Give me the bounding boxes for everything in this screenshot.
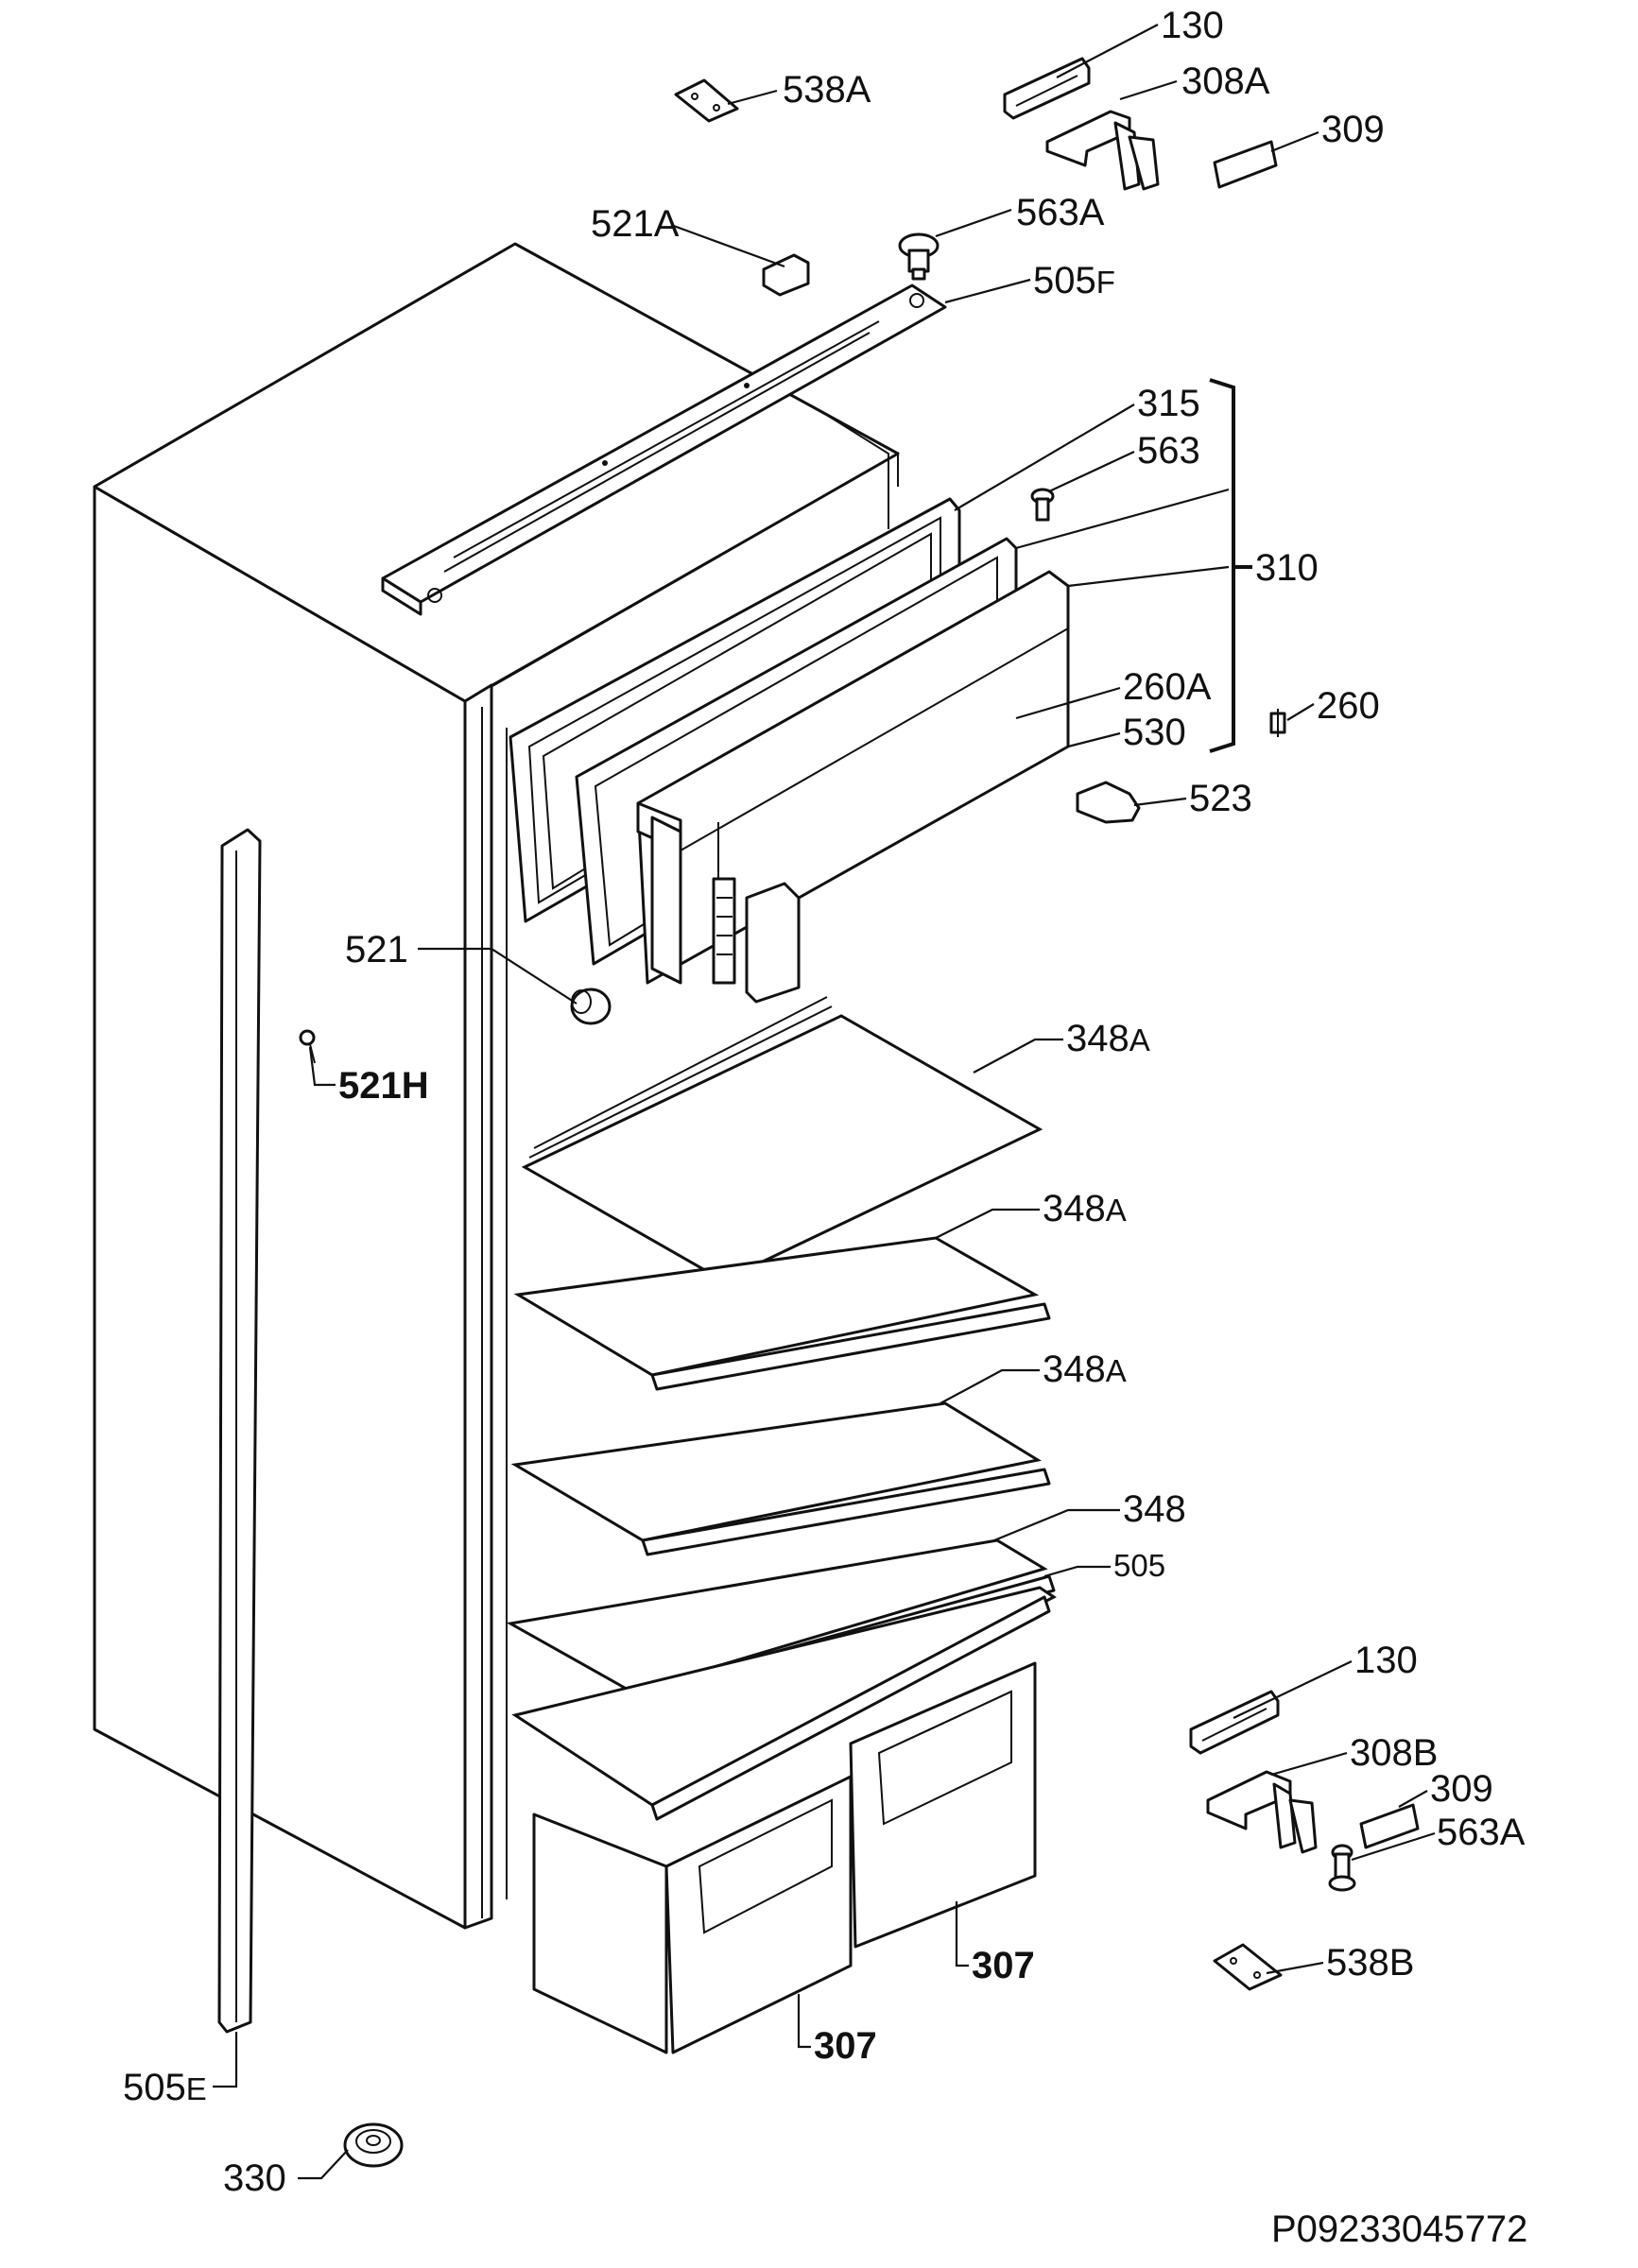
group-bracket-310	[1209, 378, 1252, 753]
label-505f-number: 505	[1033, 260, 1096, 301]
cap-521a	[762, 253, 810, 297]
label-530: 530	[1123, 712, 1186, 753]
switch-523	[1076, 781, 1141, 824]
label-307-right: 307	[972, 1945, 1035, 1986]
hinge-strip-260a	[712, 877, 736, 985]
label-315: 315	[1137, 383, 1200, 424]
label-348a-3-suffix: A	[1106, 1353, 1127, 1388]
label-505e-number: 505	[123, 2067, 186, 2108]
screw-563	[1030, 488, 1055, 522]
hinge-308a	[1045, 110, 1160, 191]
part-130-bottom	[1189, 1690, 1280, 1755]
crisper-cover-505	[511, 1586, 1057, 1821]
label-523: 523	[1189, 778, 1252, 819]
leader-lines	[213, 24, 1436, 2180]
label-563a-bottom: 563A	[1437, 1812, 1526, 1853]
label-348: 348	[1123, 1488, 1186, 1530]
reference-code: P09233045772	[1271, 2208, 1527, 2250]
label-348a-2-number: 348	[1043, 1188, 1106, 1229]
door-panel-530	[636, 570, 1070, 985]
part-538a	[674, 78, 739, 123]
label-348a-2: 348A	[1043, 1188, 1127, 1229]
label-308a: 308A	[1181, 60, 1270, 102]
label-307-left: 307	[814, 2025, 877, 2067]
label-348a-1: 348A	[1066, 1018, 1150, 1059]
glass-shelf-348a-1	[521, 996, 1043, 1282]
part-309-top	[1213, 140, 1278, 189]
foot-330	[343, 2122, 404, 2168]
label-538a: 538A	[783, 69, 871, 111]
cap-521	[570, 988, 612, 1025]
crisper-drawer-307-left	[532, 1775, 853, 2054]
label-505e-suffix: E	[186, 2071, 207, 2106]
label-538b: 538B	[1326, 1942, 1414, 1984]
label-308b: 308B	[1350, 1732, 1438, 1774]
label-563a-top: 563A	[1016, 192, 1105, 233]
handle-part-530	[745, 882, 801, 1004]
part-309-bottom	[1359, 1803, 1420, 1849]
label-310: 310	[1255, 547, 1319, 589]
label-260a: 260A	[1123, 666, 1212, 708]
label-130-top: 130	[1161, 5, 1224, 46]
label-505f: 505F	[1033, 260, 1115, 301]
label-309-bottom: 309	[1430, 1768, 1493, 1810]
label-130-bottom: 130	[1354, 1640, 1418, 1681]
screw-563a-top	[898, 232, 940, 281]
label-260: 260	[1317, 685, 1380, 727]
label-563: 563	[1137, 430, 1200, 472]
crisper-drawer-307-right	[849, 1661, 1037, 1949]
label-521h: 521H	[338, 1065, 429, 1107]
label-309-top: 309	[1321, 109, 1385, 150]
top-bracket-505f	[381, 284, 947, 616]
seal-strip-505e	[217, 828, 262, 2034]
part-130-top	[1003, 57, 1091, 120]
label-348a-3: 348A	[1043, 1349, 1127, 1390]
label-348a-2-suffix: A	[1106, 1193, 1127, 1228]
screw-521h	[299, 1029, 316, 1064]
glass-shelf-348a-3	[510, 1401, 1051, 1556]
label-330: 330	[223, 2157, 286, 2199]
label-348a-1-number: 348	[1066, 1018, 1129, 1059]
part-260	[1269, 709, 1286, 737]
label-348a-1-suffix: A	[1129, 1022, 1150, 1057]
label-521: 521	[345, 929, 408, 971]
label-521a: 521A	[591, 203, 680, 245]
cabinet-body	[93, 242, 900, 2041]
label-505: 505	[1113, 1548, 1165, 1583]
part-538b	[1213, 1943, 1283, 1991]
label-348a-3-number: 348	[1043, 1349, 1106, 1390]
label-505f-suffix: F	[1096, 265, 1115, 300]
glass-shelf-348a-2	[513, 1236, 1051, 1391]
callout-labels: 130 538A 308A 309 521A 563A 505F 315 563…	[123, 5, 1526, 2199]
hinge-308b	[1206, 1770, 1318, 1854]
screw-563a-bottom	[1328, 1844, 1356, 1892]
label-505e: 505E	[123, 2067, 207, 2108]
